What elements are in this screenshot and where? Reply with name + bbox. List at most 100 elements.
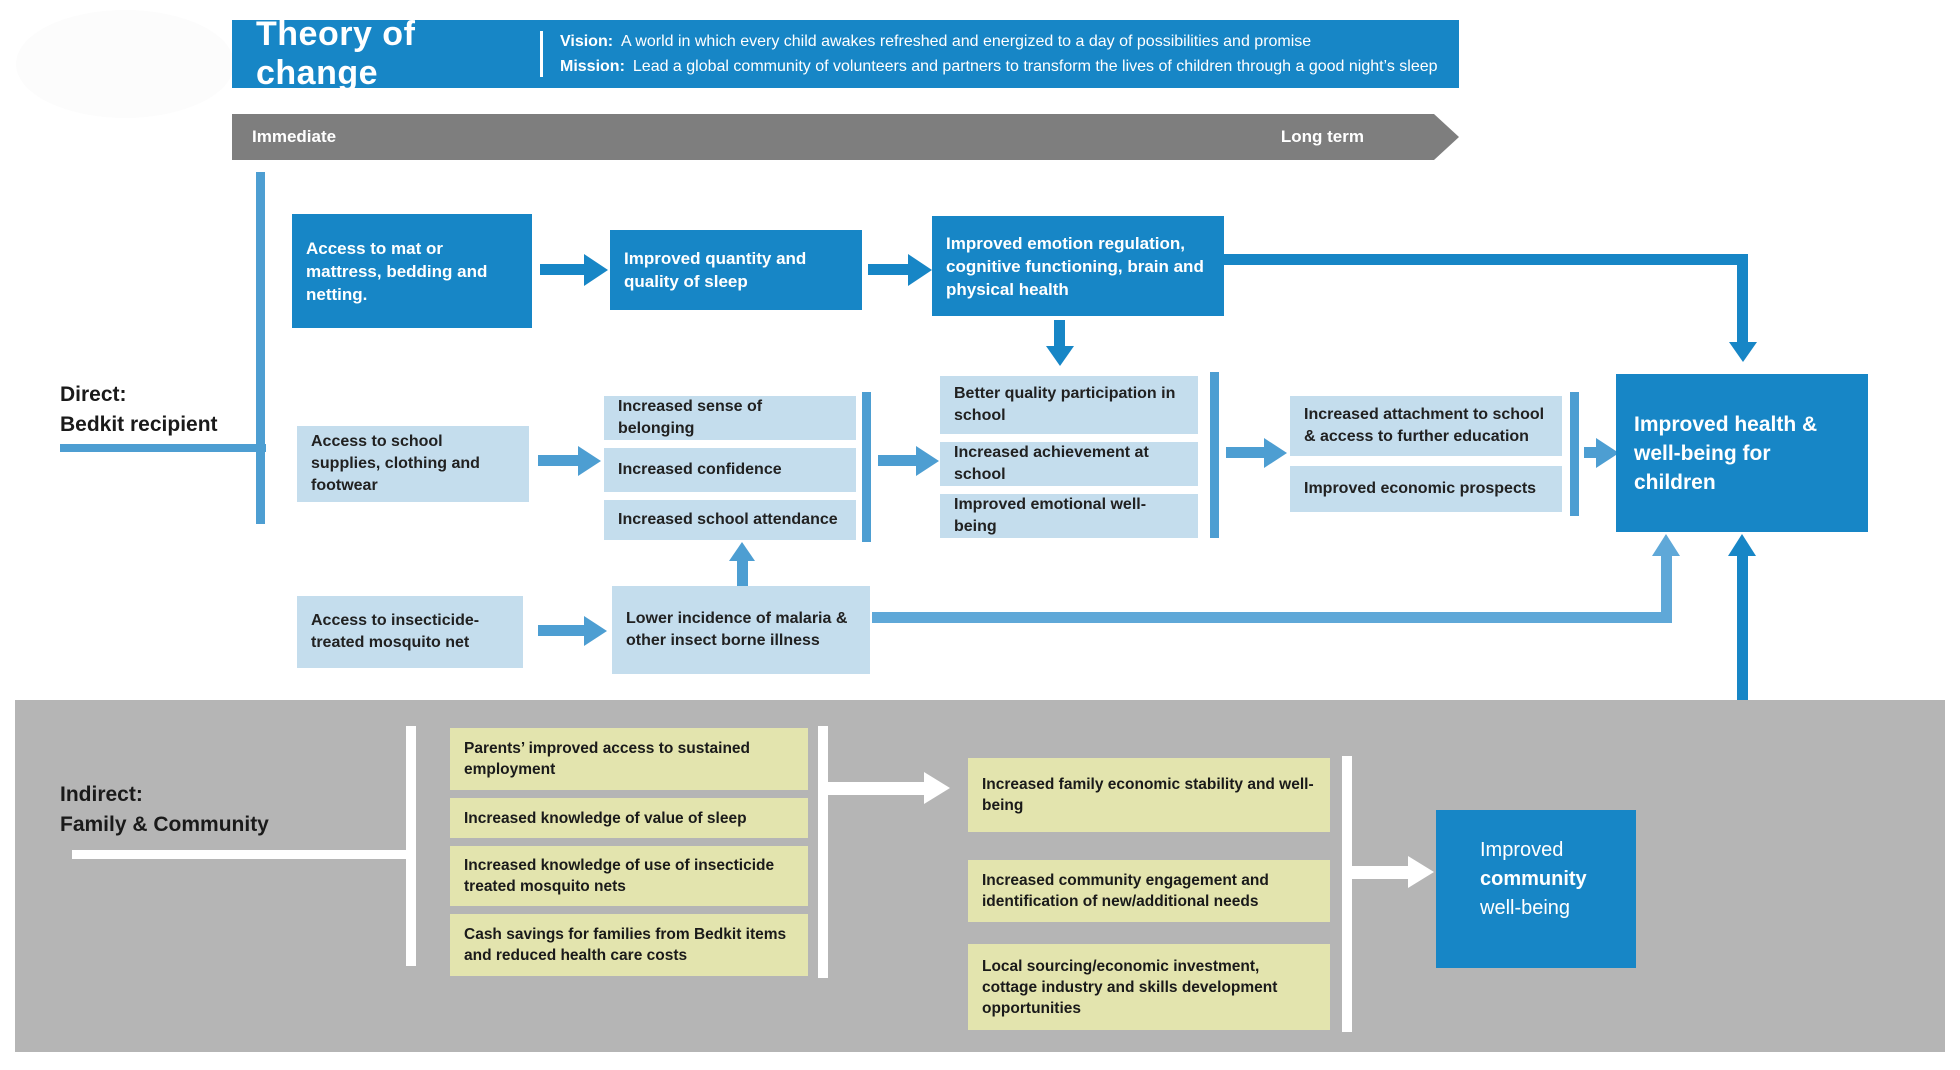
vision-mission-block: Vision: A world in which every child awak… (560, 29, 1440, 79)
box-emotion-regulation-text: Improved emotion regulation, cognitive f… (946, 233, 1204, 299)
box-community-outcome: Improved community well-being (1436, 810, 1636, 968)
arrow-row2-a-head (578, 446, 601, 476)
arrow-row1-a-shaft (540, 264, 584, 275)
timeline-longterm-label: Long term (1280, 127, 1364, 146)
box-knowledge-nets-text: Increased knowledge of use of insecticid… (464, 857, 775, 895)
direct-label-line2: Bedkit recipient (60, 413, 218, 436)
timeline-bar: Immediate Long term (232, 114, 1434, 160)
arrow-row2-c-shaft (1226, 447, 1264, 458)
arrow-row2-b-shaft (878, 455, 916, 466)
box-sense-of-belonging: Increased sense of belonging (604, 396, 856, 440)
box-community-outcome-line3: well-being (1480, 897, 1571, 919)
box-emotion-regulation: Improved emotion regulation, cognitive f… (932, 216, 1224, 316)
arrow-row3-head (584, 616, 607, 646)
box-mosquito-net-text: Access to insecticide-treated mosquito n… (311, 612, 480, 651)
mission-label: Mission: (560, 58, 625, 75)
indirect-stack1-bracket-bar (818, 726, 828, 978)
faded-logo (16, 10, 234, 118)
indirect-label-underline (72, 850, 414, 859)
arrow-indirect-a-shaft (828, 782, 924, 795)
elbow-malaria-horizontal (872, 612, 1672, 623)
box-achievement: Increased achievement at school (940, 442, 1198, 486)
box-school-supplies: Access to school supplies, clothing and … (297, 426, 529, 502)
box-mosquito-net: Access to insecticide-treated mosquito n… (297, 596, 523, 668)
arrow-row1-b-shaft (868, 264, 908, 275)
vision-text: A world in which every child awakes refr… (621, 33, 1312, 50)
box-achievement-text: Increased achievement at school (954, 444, 1149, 483)
arrow-down-emotion-shaft (1054, 320, 1065, 346)
direct-label-line1: Direct: (60, 383, 127, 406)
indirect-vertical-line (406, 726, 416, 966)
arrow-up-malaria-shaft (737, 560, 748, 586)
box-knowledge-sleep-text: Increased knowledge of value of sleep (464, 809, 747, 827)
box-cash-savings-text: Cash savings for families from Bedkit it… (464, 926, 787, 964)
arrow-row2-b-head (916, 446, 939, 476)
mission-text: Lead a global community of volunteers an… (632, 58, 1438, 75)
elbow-top-vertical (1737, 254, 1748, 342)
stack3-bracket-bar (1570, 392, 1579, 516)
box-parents-employment: Parents’ improved access to sustained em… (450, 728, 808, 790)
elbow-top-arrowhead (1729, 342, 1757, 362)
box-local-sourcing: Local sourcing/economic investment, cott… (968, 944, 1330, 1030)
indirect-stack2-bracket-bar (1342, 756, 1352, 1032)
box-family-stability: Increased family economic stability and … (968, 758, 1330, 832)
arrow-indirect-b-head (1408, 856, 1434, 888)
box-final-outcome: Improved health & well-being for childre… (1616, 374, 1868, 532)
link-community-up-arrowhead (1728, 534, 1756, 556)
box-sense-of-belonging-text: Increased sense of belonging (618, 398, 763, 437)
arrow-row2-a-shaft (538, 455, 578, 466)
mission-line: Mission: Lead a global community of volun… (560, 54, 1440, 79)
box-knowledge-nets: Increased knowledge of use of insecticid… (450, 846, 808, 906)
box-confidence: Increased confidence (604, 448, 856, 492)
direct-vertical-line (256, 172, 265, 524)
arrow-indirect-a-head (924, 772, 950, 804)
box-community-engagement-text: Increased community engagement and ident… (982, 872, 1269, 910)
box-final-outcome-text: Improved health & well-being for childre… (1634, 412, 1818, 494)
header-bar: Theory of change (232, 15, 1459, 92)
box-school-attendance-text: Increased school attendance (618, 511, 838, 528)
arrow-row1-a-head (584, 254, 608, 286)
direct-label-underline (60, 444, 266, 452)
indirect-label-line2: Family & Community (60, 813, 269, 836)
box-quality-participation-text: Better quality participation in school (954, 385, 1176, 424)
arrow-row2-d-shaft (1584, 447, 1598, 458)
arrow-indirect-b-shaft (1352, 866, 1408, 879)
box-malaria: Lower incidence of malaria & other insec… (612, 586, 870, 674)
box-access-mat-text: Access to mat or mattress, bedding and n… (306, 238, 488, 304)
box-emotional-wellbeing-text: Improved emotional well-being (954, 496, 1147, 535)
box-quality-participation: Better quality participation in school (940, 376, 1198, 434)
box-school-attendance: Increased school attendance (604, 500, 856, 540)
stack1-bracket-bar (862, 392, 871, 542)
page-title: Theory of change (256, 15, 416, 92)
box-economic-prospects-text: Improved economic prospects (1304, 480, 1537, 497)
elbow-top-horizontal (1224, 254, 1748, 265)
box-economic-prospects: Improved economic prospects (1290, 466, 1562, 512)
box-improved-sleep: Improved quantity and quality of sleep (610, 230, 862, 310)
box-access-mat: Access to mat or mattress, bedding and n… (292, 214, 532, 328)
stack2-bracket-bar (1210, 372, 1219, 538)
timeline-immediate-label: Immediate (252, 127, 337, 146)
box-community-outcome-line1: Improved (1480, 839, 1564, 861)
header-divider (540, 31, 543, 77)
elbow-malaria-arrowhead (1652, 534, 1680, 556)
box-knowledge-sleep: Increased knowledge of value of sleep (450, 798, 808, 838)
vision-label: Vision: (560, 33, 614, 50)
box-emotional-wellbeing: Improved emotional well-being (940, 494, 1198, 538)
box-malaria-text: Lower incidence of malaria & other insec… (626, 610, 848, 649)
vision-line: Vision: A world in which every child awak… (560, 29, 1440, 54)
box-attachment-school: Increased attachment to school & access … (1290, 396, 1562, 456)
arrow-up-malaria-head (729, 542, 755, 561)
box-community-outcome-line2: community (1480, 868, 1587, 890)
arrow-row3-shaft (538, 625, 584, 636)
arrow-row1-b-head (908, 254, 932, 286)
box-parents-employment-text: Parents’ improved access to sustained em… (464, 740, 751, 778)
box-cash-savings: Cash savings for families from Bedkit it… (450, 914, 808, 976)
box-attachment-school-text: Increased attachment to school & access … (1304, 406, 1545, 445)
arrow-row2-d-head (1596, 438, 1619, 468)
direct-section-label: Direct: Bedkit recipient (60, 380, 218, 440)
box-local-sourcing-text: Local sourcing/economic investment, cott… (982, 957, 1278, 1017)
elbow-malaria-vertical (1661, 556, 1672, 616)
arrow-row2-c-head (1264, 438, 1287, 468)
box-improved-sleep-text: Improved quantity and quality of sleep (624, 249, 807, 291)
